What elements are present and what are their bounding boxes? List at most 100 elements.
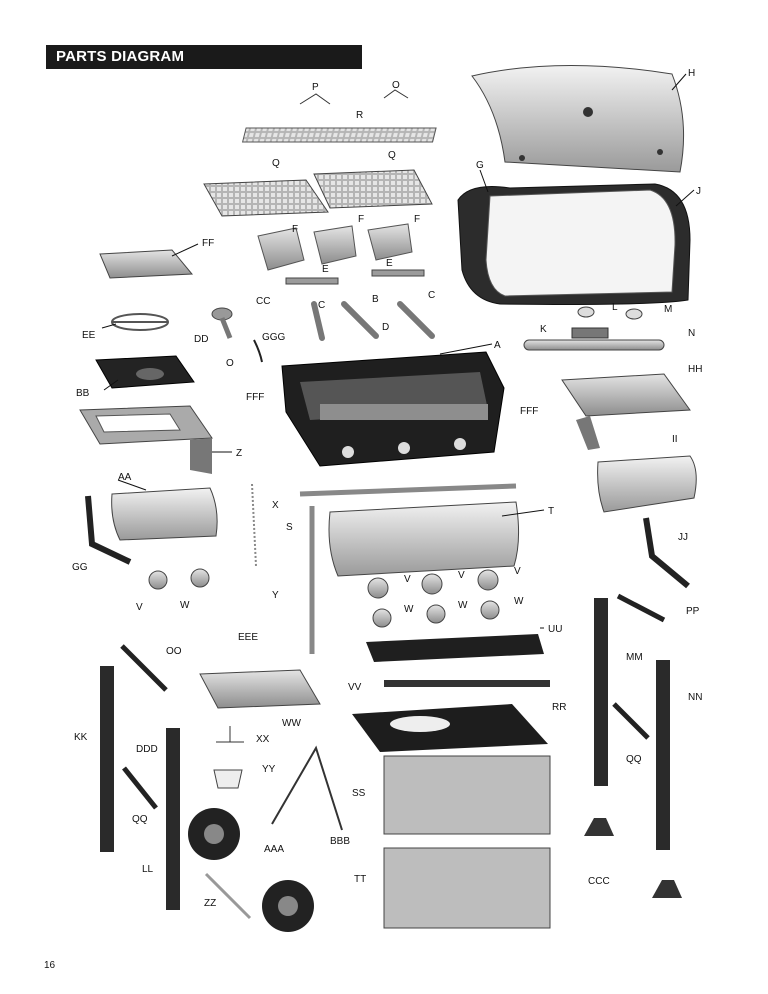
part-label-v: V (136, 602, 143, 613)
part-label-kk: KK (74, 732, 88, 743)
part-label-zz: ZZ (204, 898, 216, 909)
caster-parts (584, 818, 682, 898)
part-label-j: J (696, 186, 701, 197)
bracket-parts (85, 495, 690, 589)
part-label-e: E (322, 264, 329, 275)
part-label-ccc: CCC (588, 876, 610, 887)
part-label-o: O (226, 358, 234, 369)
part-label-h: H (688, 68, 695, 79)
left-panel-front-part (111, 487, 218, 541)
deflector-parts (285, 269, 425, 285)
control-panel-part (299, 483, 520, 577)
part-label-w: W (404, 604, 414, 615)
part-label-bb: BB (76, 388, 90, 399)
part-label-tt: TT (354, 874, 366, 885)
drip-tray-parts (352, 634, 550, 752)
lid-top-part (471, 64, 685, 173)
part-label-ee: EE (82, 330, 96, 341)
part-label-aa: AA (118, 472, 132, 483)
part-label-m: M (664, 304, 672, 315)
part-label-ff: FF (202, 238, 214, 249)
part-label-yy: YY (262, 764, 276, 775)
control-parts (523, 306, 665, 351)
part-label-bbb: BBB (330, 836, 350, 847)
part-label-z: Z (236, 448, 242, 459)
wheel-parts (188, 808, 314, 932)
part-label-fff: FFF (246, 392, 264, 403)
part-label-v: V (514, 566, 521, 577)
part-label-e: E (386, 258, 393, 269)
axle-part (204, 872, 252, 920)
page-number: 16 (44, 960, 56, 971)
side-shelf-part (99, 249, 194, 279)
burner-grate-part (111, 313, 169, 331)
warming-rack-part (241, 127, 437, 143)
side-shelf-frame-part (79, 405, 213, 474)
part-label-jj: JJ (678, 532, 688, 543)
heat-tent-parts (257, 223, 413, 271)
part-label-fff: FFF (520, 406, 538, 417)
part-label-n: N (688, 328, 695, 339)
lid-front-part (457, 183, 691, 305)
part-label-l: L (612, 302, 618, 313)
right-shelf-part (561, 373, 691, 450)
part-label-s: S (286, 522, 293, 533)
cooking-grate-parts (203, 169, 433, 217)
part-label-ii: II (672, 434, 678, 445)
part-label-ggg: GGG (262, 332, 286, 343)
part-label-p: P (312, 82, 319, 93)
part-label-f: F (358, 214, 364, 225)
part-label-q: Q (272, 158, 280, 169)
part-label-r: R (356, 110, 363, 121)
part-label-mm: MM (626, 652, 643, 663)
part-label-t: T (548, 506, 554, 517)
part-label-w: W (514, 596, 524, 607)
part-label-uu: UU (548, 624, 562, 635)
side-burner-box-part (95, 355, 195, 389)
part-label-cc: CC (256, 296, 270, 307)
part-label-eee: EEE (238, 632, 258, 643)
door-panel-parts (383, 755, 551, 929)
part-label-c: C (318, 300, 325, 311)
part-label-vv: VV (348, 682, 362, 693)
part-label-b: B (372, 294, 379, 305)
part-label-xx: XX (256, 734, 270, 745)
part-label-g: G (476, 160, 484, 171)
leader-lines (101, 73, 695, 629)
part-label-d: D (382, 322, 389, 333)
manifold-part (251, 483, 315, 654)
part-label-nn: NN (688, 692, 702, 703)
part-label-w: W (180, 600, 190, 611)
part-label-f: F (414, 214, 420, 225)
part-label-oo: OO (166, 646, 182, 657)
right-shelf-front-part (597, 455, 697, 513)
part-label-c: C (428, 290, 435, 301)
side-burner-valve-part (211, 307, 263, 363)
screw-parts (299, 89, 409, 105)
part-label-f: F (292, 224, 298, 235)
part-label-y: Y (272, 590, 279, 601)
part-label-q: Q (388, 150, 396, 161)
part-label-dd: DD (194, 334, 208, 345)
part-label-pp: PP (686, 606, 700, 617)
knob-parts (148, 568, 500, 628)
part-label-hh: HH (688, 364, 702, 375)
burner-tube-parts (311, 301, 435, 341)
part-label-ss: SS (352, 788, 366, 799)
tank-hook-parts (213, 726, 244, 789)
part-label-ww: WW (282, 718, 301, 729)
page-title: PARTS DIAGRAM (56, 48, 185, 65)
cart-leg-parts (100, 598, 670, 910)
part-label-ll: LL (142, 864, 154, 875)
part-label-gg: GG (72, 562, 88, 573)
part-label-rr: RR (552, 702, 566, 713)
part-label-qq: QQ (626, 754, 642, 765)
part-label-x: X (272, 500, 279, 511)
part-label-ddd: DDD (136, 744, 158, 755)
wire-part (271, 745, 343, 831)
part-label-qq: QQ (132, 814, 148, 825)
part-label-o: O (392, 80, 400, 91)
leg-bracket-parts (120, 593, 666, 810)
